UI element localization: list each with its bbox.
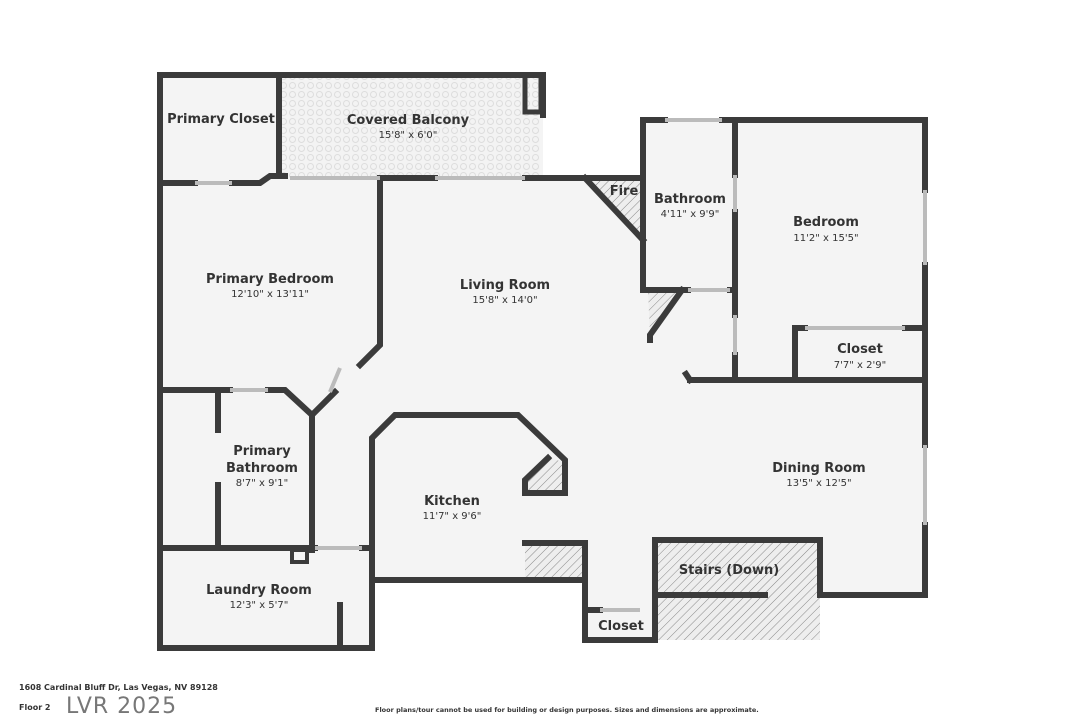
label-primary-bathroom-1: Primary	[233, 444, 291, 459]
label-fire: Fire	[610, 184, 639, 199]
dim-primary-bedroom: 12'10" x 13'11"	[231, 289, 309, 300]
walls	[157, 72, 928, 651]
label-bathroom: Bathroom	[654, 192, 726, 207]
kitchen-island	[525, 458, 565, 493]
room-labels: Primary Closet Covered Balcony 15'8" x 6…	[167, 112, 886, 634]
dim-kitchen: 11'7" x 9'6"	[423, 511, 482, 522]
dim-laundry-room: 12'3" x 5'7"	[230, 600, 289, 611]
windows	[195, 118, 927, 612]
dim-closet: 7'7" x 2'9"	[834, 360, 886, 371]
label-dining-room: Dining Room	[772, 461, 865, 476]
watermark: LVR 2025	[66, 694, 178, 719]
label-closet: Closet	[837, 342, 883, 357]
dim-dining-room: 13'5" x 12'5"	[786, 478, 851, 489]
label-living-room: Living Room	[460, 278, 550, 293]
address: 1608 Cardinal Bluff Dr, Las Vegas, NV 89…	[19, 683, 218, 692]
stairs	[655, 540, 820, 640]
dim-bedroom: 11'2" x 15'5"	[793, 233, 858, 244]
kitchen-cabinet	[525, 543, 585, 578]
dim-bathroom: 4'11" x 9'9"	[661, 209, 720, 220]
label-closet-2: Closet	[598, 619, 644, 634]
dim-covered-balcony: 15'8" x 6'0"	[379, 130, 438, 141]
label-laundry-room: Laundry Room	[206, 583, 312, 598]
floor-label: Floor 2	[19, 703, 51, 712]
dim-living-room: 15'8" x 14'0"	[472, 295, 537, 306]
label-bedroom: Bedroom	[793, 215, 859, 230]
balcony-tiles	[282, 78, 540, 178]
floor-fill	[160, 75, 925, 648]
label-covered-balcony: Covered Balcony	[347, 113, 470, 128]
label-primary-bedroom: Primary Bedroom	[206, 272, 334, 287]
dim-primary-bathroom: 8'7" x 9'1"	[236, 478, 288, 489]
label-kitchen: Kitchen	[424, 494, 480, 509]
label-stairs: Stairs (Down)	[679, 563, 779, 578]
disclaimer: Floor plans/tour cannot be used for buil…	[375, 706, 759, 714]
label-primary-bathroom-2: Bathroom	[226, 461, 298, 476]
label-primary-closet: Primary Closet	[167, 112, 275, 127]
